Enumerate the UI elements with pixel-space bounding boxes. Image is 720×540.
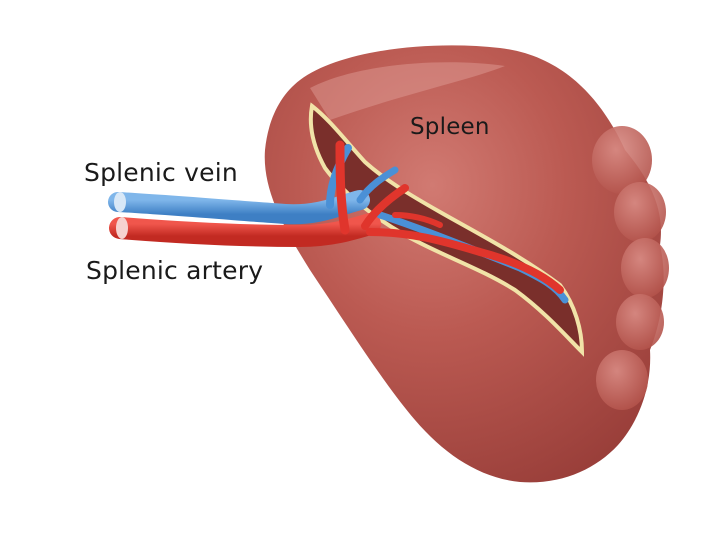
splenic-vein-trunk: [118, 200, 360, 214]
spleen-lobe: [596, 350, 648, 410]
artery-cut-end: [116, 217, 128, 239]
splenic-artery-label: Splenic artery: [86, 256, 263, 285]
spleen-lobe: [614, 182, 666, 242]
spleen-label: Spleen: [410, 114, 490, 140]
spleen-lobe: [616, 294, 664, 350]
spleen-lobe: [621, 238, 669, 298]
vein-cut-end: [114, 192, 126, 212]
splenic-artery-trunk: [120, 224, 370, 236]
artery-branch: [340, 145, 345, 230]
splenic-vein-label: Splenic vein: [84, 158, 238, 187]
